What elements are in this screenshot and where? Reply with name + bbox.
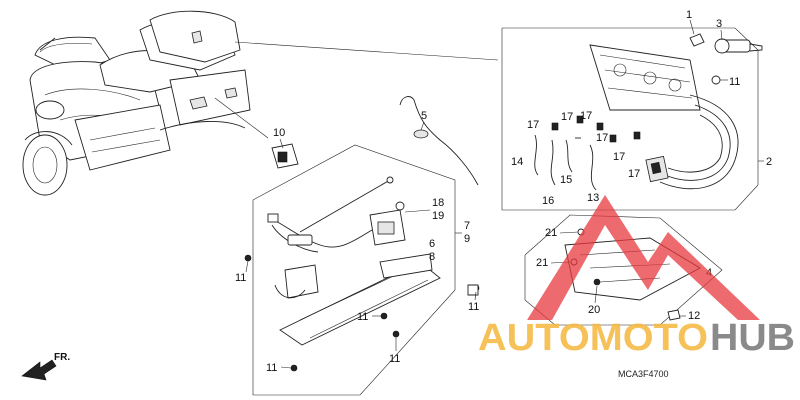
callout-21-a: 21 — [545, 227, 557, 239]
callout-11-d: 11 — [266, 362, 277, 374]
callout-15: 15 — [560, 174, 572, 186]
release-cable — [399, 96, 479, 186]
wiring-detail-frame — [501, 27, 759, 211]
cover-assembly-frame — [524, 214, 723, 326]
front-arrow-icon — [21, 359, 57, 381]
callout-11-top: 11 — [729, 76, 740, 88]
callout-17-f: 17 — [628, 168, 640, 180]
front-label: FR. — [54, 352, 70, 363]
callout-17-a: 17 — [527, 119, 539, 131]
callout-17-e: 17 — [613, 151, 625, 163]
diagram-code: MCA3F4700 — [618, 369, 669, 379]
callout-13: 13 — [587, 192, 599, 204]
grommet-part — [271, 143, 299, 169]
watermark-word-b: HUB — [710, 317, 795, 359]
motorcycle-illustration — [22, 10, 499, 196]
lock-harness-assembly — [534, 33, 763, 191]
callout-6: 6 — [429, 238, 435, 250]
callout-7: 7 — [464, 220, 470, 232]
callout-9: 9 — [464, 233, 470, 245]
callout-1: 1 — [686, 9, 692, 21]
callout-10: 10 — [273, 127, 285, 139]
watermark-logo: AUTOMOTO HUB — [478, 195, 795, 359]
callout-19: 19 — [432, 210, 444, 222]
front-direction-indicator: FR. — [21, 352, 70, 381]
watermark-word-a: AUTOMOTO — [478, 317, 708, 359]
callout-11-b: 11 — [357, 311, 368, 323]
latch-assembly — [244, 176, 480, 372]
callout-17-c: 17 — [580, 110, 592, 122]
callout-16: 16 — [542, 195, 554, 207]
callout-2: 2 — [766, 156, 772, 168]
callout-11-c: 11 — [389, 353, 400, 365]
callout-3: 3 — [716, 18, 722, 30]
callout-5: 5 — [421, 110, 427, 122]
watermark-mountain-icon — [527, 195, 760, 320]
callout-18: 18 — [432, 197, 444, 209]
callout-20: 20 — [588, 304, 600, 316]
callout-8: 8 — [429, 251, 435, 263]
callout-11-e: 11 — [468, 301, 479, 313]
callout-17-d: 17 — [596, 132, 608, 144]
latch-assembly-frame — [252, 144, 456, 396]
callout-14: 14 — [511, 156, 523, 168]
callout-17-b: 17 — [561, 111, 573, 123]
callouts: 1 3 11 2 17 17 17 17 17 17 14 15 16 13 5… — [235, 9, 772, 374]
callout-12: 12 — [688, 310, 700, 322]
callout-21-b: 21 — [536, 257, 548, 269]
callout-11-a: 11 — [235, 272, 246, 284]
